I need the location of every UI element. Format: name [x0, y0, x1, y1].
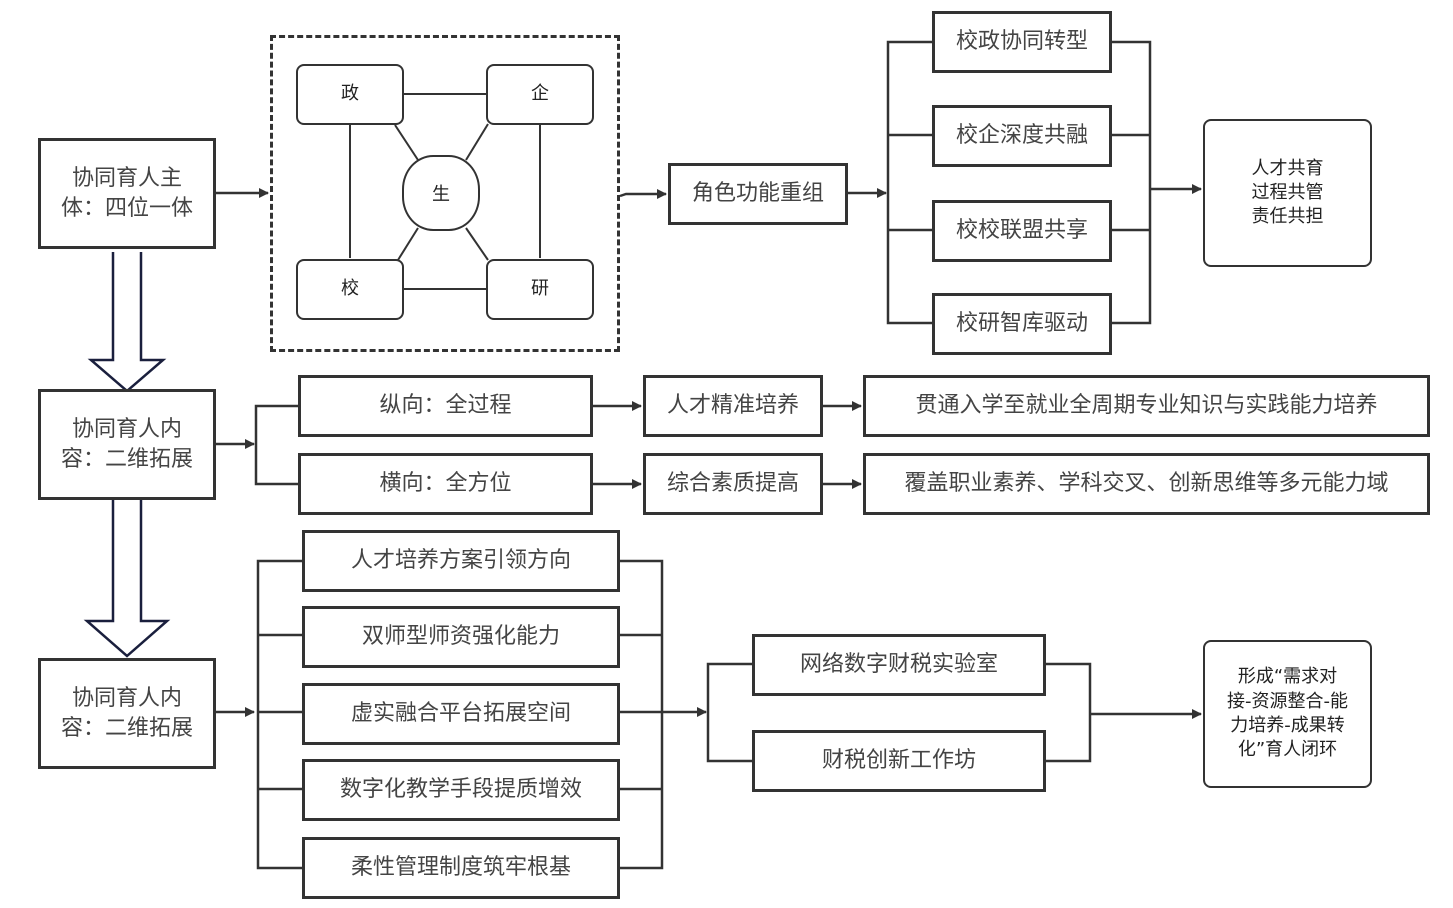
actor-school: 校	[296, 259, 404, 320]
actors-group	[270, 35, 620, 352]
shared-result-box: 人才共育过程共管责任共担	[1203, 119, 1372, 267]
measure-box-2: 双师型师资强化能力	[302, 606, 620, 668]
content-dimension-box: 协同育人内容：二维拓展	[38, 389, 216, 500]
role-reorg-box: 角色功能重组	[668, 163, 848, 225]
platform-lab: 网络数字财税实验室	[752, 634, 1046, 696]
content-measures-box: 协同育人内容：二维拓展	[38, 658, 216, 769]
branch-box-1: 校政协同转型	[932, 11, 1112, 73]
down-arrow-1	[87, 252, 167, 393]
actor-enterprise: 企	[486, 64, 594, 125]
actor-student: 生	[402, 155, 480, 231]
branch-box-4: 校研智库驱动	[932, 293, 1112, 355]
dimension-horizontal: 横向：全方位	[298, 453, 593, 515]
platform-workshop: 财税创新工作坊	[752, 730, 1046, 792]
detail-horizontal: 覆盖职业素养、学科交叉、创新思维等多元能力域	[863, 453, 1430, 515]
closed-loop-result-box: 形成“需求对接-资源整合-能力培养-成果转化”育人闭环	[1203, 640, 1372, 788]
goal-precise-training: 人才精准培养	[643, 375, 823, 437]
detail-vertical: 贯通入学至就业全周期专业知识与实践能力培养	[863, 375, 1430, 437]
branch-box-2: 校企深度共融	[932, 105, 1112, 167]
actor-gov: 政	[296, 64, 404, 125]
collab-subject-box: 协同育人主体：四位一体	[38, 138, 216, 249]
measure-box-3: 虚实融合平台拓展空间	[302, 683, 620, 745]
branch-box-3: 校校联盟共享	[932, 200, 1112, 262]
measure-box-4: 数字化教学手段提质增效	[302, 759, 620, 821]
measure-box-1: 人才培养方案引领方向	[302, 530, 620, 592]
actor-research: 研	[486, 259, 594, 320]
dimension-vertical: 纵向：全过程	[298, 375, 593, 437]
down-arrow-2	[83, 500, 171, 658]
goal-quality-improve: 综合素质提高	[643, 453, 823, 515]
measure-box-5: 柔性管理制度筑牢根基	[302, 837, 620, 899]
